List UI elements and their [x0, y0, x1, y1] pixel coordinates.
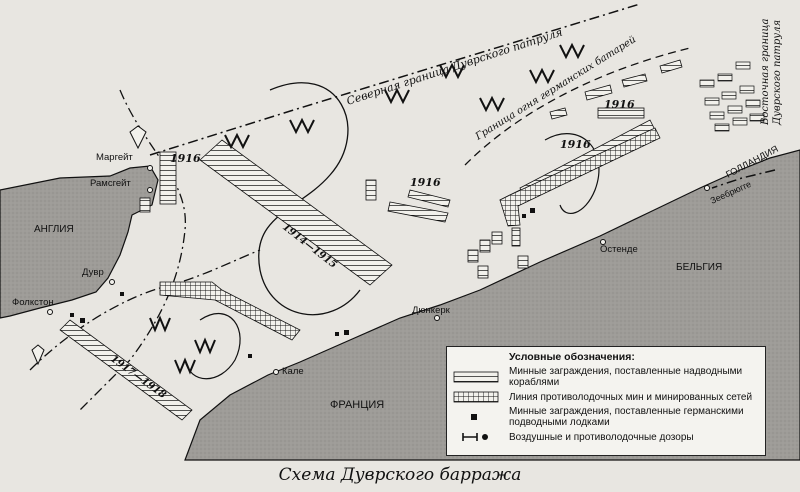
mine-block	[517, 255, 529, 269]
mine-block	[491, 231, 503, 245]
belgium-label: БЕЛЬГИЯ	[676, 262, 722, 273]
map-legend: Условные обозначения: Минные заграждения…	[446, 346, 766, 456]
town-markers	[47, 165, 710, 375]
mine-block	[387, 201, 449, 223]
patrol-symbol-icon	[462, 433, 488, 441]
mine-block	[511, 227, 521, 247]
net-dover-calais	[159, 281, 301, 341]
german-patrol-groups	[699, 61, 765, 132]
ramsgate-label: Рамсгейт	[90, 178, 131, 189]
submarine-minefields	[149, 42, 585, 375]
legend-text: Воздушные и противолодочные дозоры	[509, 431, 694, 443]
mine-block	[159, 151, 177, 205]
folkestone-label: Фолкстон	[12, 297, 54, 308]
legend-text: Минные заграждения, поставленные надводн…	[509, 366, 743, 388]
year-label: 1916	[604, 98, 635, 111]
mine-square-icon	[471, 414, 477, 420]
patrol-ship-icons	[31, 125, 147, 366]
year-label: 1916	[560, 138, 591, 151]
legend-text: Линия противолодочных мин и минированных…	[509, 391, 753, 403]
net-belgian-coast	[499, 127, 661, 227]
barrage-1917-1918	[59, 319, 193, 421]
mine-block	[621, 73, 648, 88]
north-border-label: Северная граница Дуврского патруля	[345, 26, 564, 108]
mine-block	[597, 107, 645, 119]
barrage-1914-1915	[199, 139, 393, 286]
grid-swatch-icon	[453, 391, 499, 403]
mine-block	[477, 265, 489, 279]
patrol-loop-east	[544, 133, 600, 215]
net-barrages	[159, 127, 661, 341]
legend-text: Минные заграждения, поставленные германс…	[509, 406, 744, 428]
ostend-label: Остенде	[600, 244, 638, 255]
small-mines	[70, 208, 535, 358]
battery-fire-line	[464, 47, 691, 166]
dover-label: Дувр	[82, 267, 104, 278]
legend-item-net: Линия противолодочных мин и минированных…	[453, 391, 759, 403]
patrol-loop-calais	[184, 313, 241, 380]
england-landmass	[0, 165, 159, 319]
margate-label: Маргейт	[96, 152, 133, 163]
year-range-label: 1917—1918	[108, 354, 168, 402]
england-label: АНГЛИЯ	[34, 224, 74, 235]
legend-item-patrol: Воздушные и противолодочные дозоры	[453, 431, 759, 443]
east-border-label-1: Восточная граница	[760, 19, 771, 126]
mine-block	[659, 59, 683, 74]
year-label: 1916	[170, 152, 201, 165]
east-border-label-2: Дуврского патруля	[772, 20, 783, 126]
mine-block	[365, 179, 377, 201]
year-label: 1916	[410, 176, 441, 189]
mine-block	[584, 84, 613, 101]
calais-label: Кале	[282, 366, 304, 377]
west-patrol-line	[79, 89, 186, 411]
legend-item-sub: Минные заграждения, поставленные германс…	[453, 406, 759, 428]
hatch-swatch-icon	[453, 371, 499, 383]
france-label: ФРАНЦИЯ	[330, 399, 384, 411]
map-caption: Схема Дуврского барража	[278, 465, 522, 485]
mine-block	[467, 249, 479, 263]
mine-block	[407, 189, 451, 208]
dunkirk-label: Дюнкерк	[412, 305, 451, 316]
mine-block	[549, 107, 568, 120]
north-border-line	[149, 3, 641, 156]
east-border-line	[711, 169, 776, 189]
mine-block	[139, 197, 151, 213]
legend-item-surface: Минные заграждения, поставленные надводн…	[453, 366, 759, 388]
legend-title: Условные обозначения:	[509, 351, 635, 363]
mine-block	[479, 239, 491, 253]
